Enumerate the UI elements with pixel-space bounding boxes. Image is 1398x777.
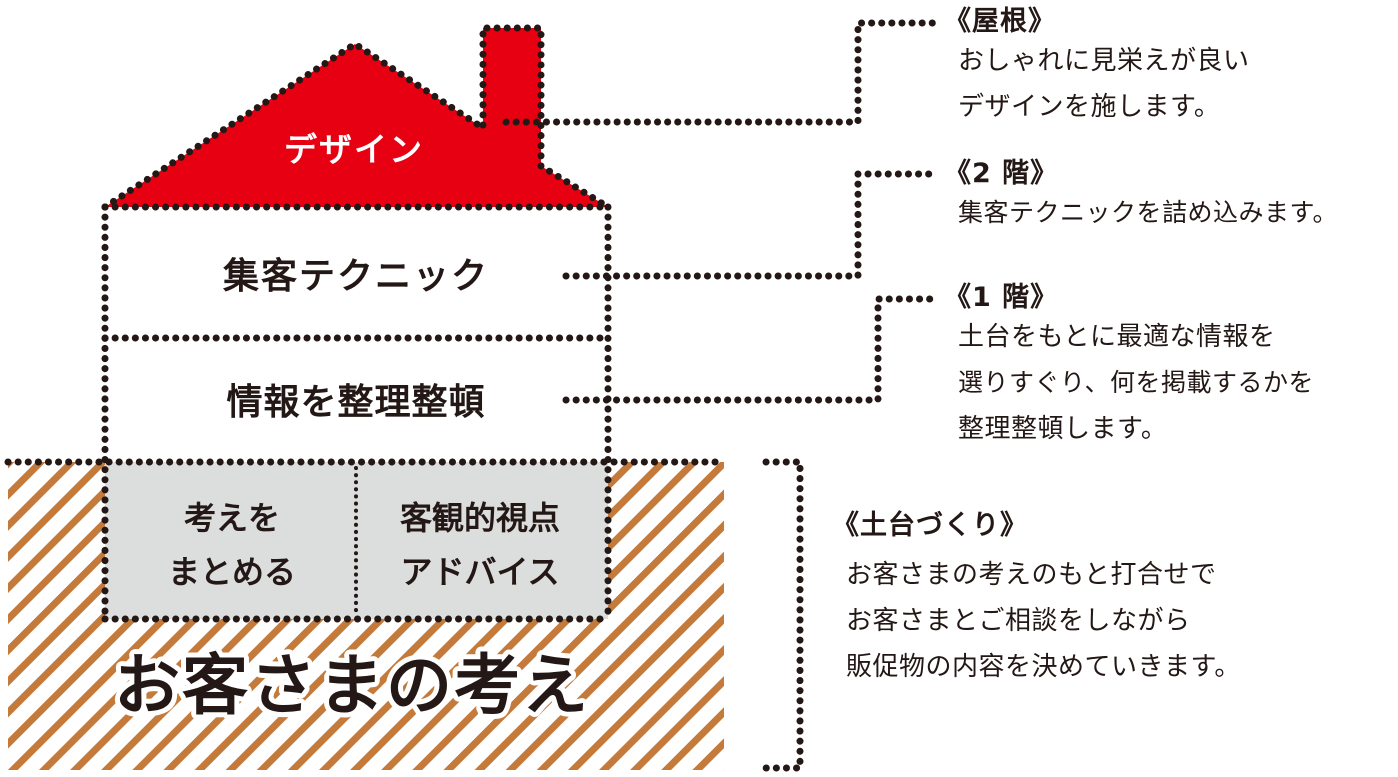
foundation-left-line-2: まとめる <box>168 553 296 591</box>
roof <box>105 28 608 207</box>
ground-label: お客さまの考え <box>114 647 590 724</box>
note-floor1-heading: 《1 階》 <box>944 282 1059 313</box>
roof-outline <box>101 24 612 211</box>
note-foundation-line: 販促物の内容を決めていきます。 <box>846 652 1241 682</box>
note-floor2-heading: 《2 階》 <box>944 158 1059 189</box>
leader-floor2 <box>562 170 939 280</box>
floor2-label: 集客テクニック <box>222 256 489 297</box>
roof-label: デザイン <box>284 130 424 169</box>
note-foundation-heading: 《土台づくり》 <box>832 510 1028 541</box>
note-foundation-line: お客さまとご相談をしながら <box>846 606 1191 636</box>
leader-roof <box>502 19 939 126</box>
floor1-label: 情報を整理整頓 <box>226 382 485 423</box>
note-floor2-line: 集客テクニックを詰め込みます。 <box>958 198 1339 227</box>
note-floor1-line: 土台をもとに最適な情報を <box>958 322 1276 352</box>
floor-2 <box>105 207 608 338</box>
note-foundation: 《土台づくり》 お客さまの考えのもと打合せで お客さまとご相談をしながら 販促物… <box>832 510 1241 690</box>
note-roof-line: おしゃれに見栄えが良い <box>958 46 1250 76</box>
note-floor2: 《2 階》 集客テクニックを詰め込みます。 <box>944 158 1338 236</box>
note-roof: 《屋根》 おしゃれに見栄えが良い デザインを施します。 <box>944 6 1250 130</box>
foundation-bracket <box>762 458 804 772</box>
foundation-left-line-1: 考えを <box>184 499 280 537</box>
note-roof-heading: 《屋根》 <box>944 6 1056 37</box>
note-floor1-line: 整理整頓します。 <box>958 414 1168 444</box>
note-roof-line: デザインを施します。 <box>958 92 1221 122</box>
foundation-right-line-1: 客観的視点 <box>400 499 560 537</box>
note-floor1: 《1 階》 土台をもとに最適な情報を 選りすぐり、何を掲載するかを 整理整頓しま… <box>944 282 1314 452</box>
floor-1 <box>105 338 608 462</box>
foundation-right-line-2: アドバイス <box>400 553 559 591</box>
note-foundation-line: お客さまの考えのもと打合せで <box>846 560 1217 590</box>
leader-floor1 <box>562 295 939 404</box>
note-floor1-line: 選りすぐり、何を掲載するかを <box>958 368 1315 397</box>
